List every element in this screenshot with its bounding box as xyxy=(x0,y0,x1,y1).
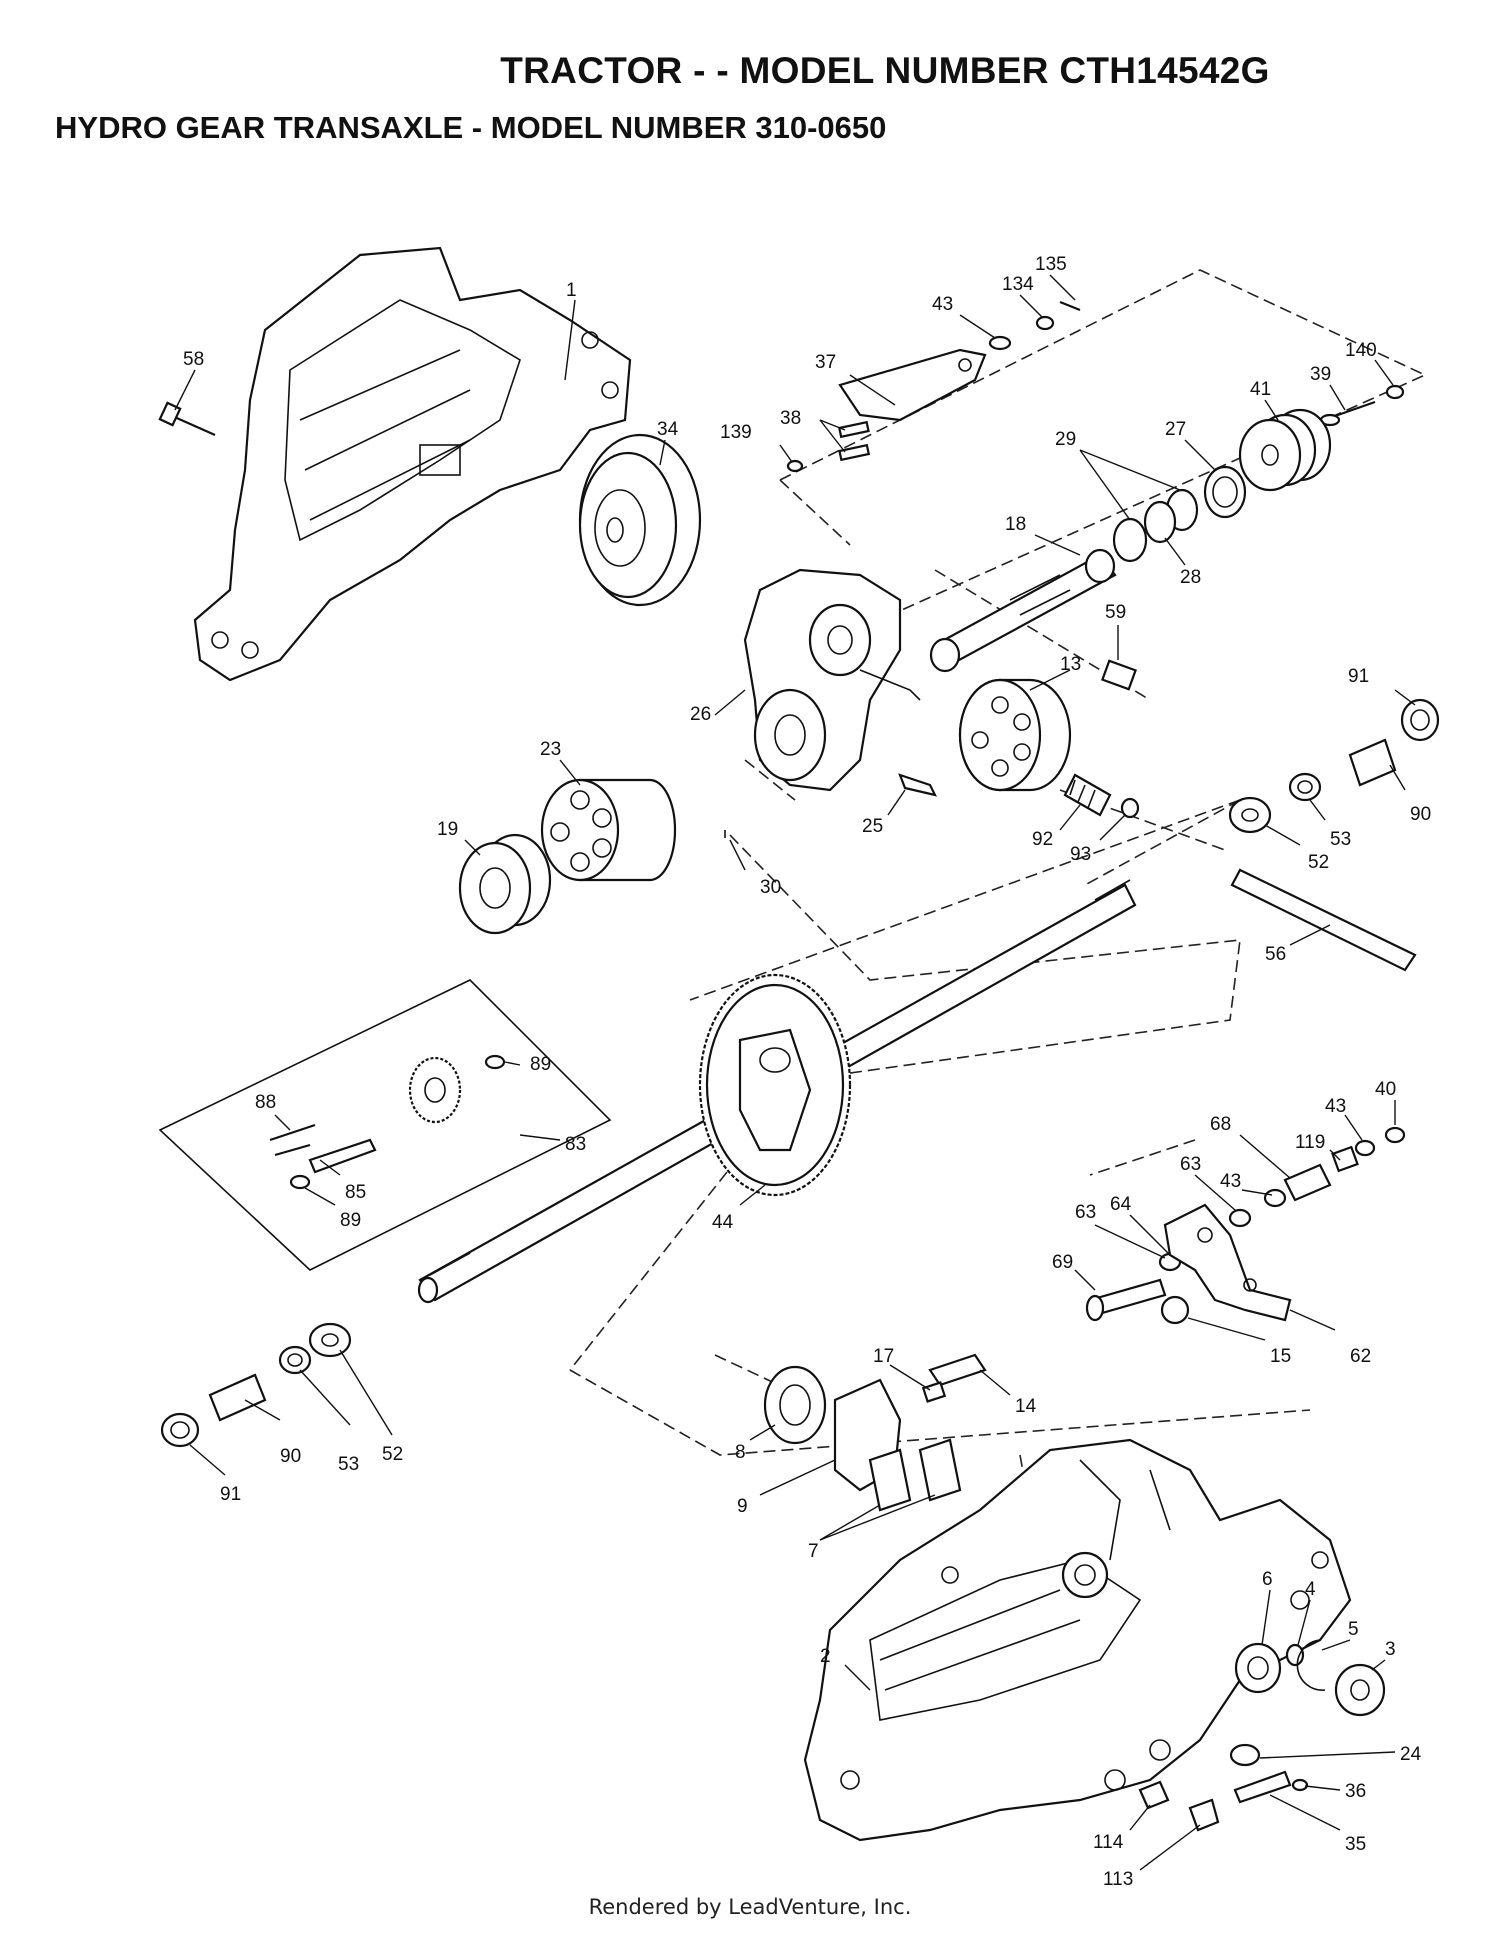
callout-43: 43 xyxy=(932,294,953,315)
callout-93: 93 xyxy=(1070,844,1091,865)
page-title: TRACTOR - - MODEL NUMBER CTH14542G xyxy=(500,50,1270,91)
callout-15: 15 xyxy=(1270,1346,1291,1367)
cylinder-block-part-23 xyxy=(540,778,677,882)
callout-88: 88 xyxy=(255,1092,276,1113)
callout-25: 25 xyxy=(862,816,883,837)
callout-29: 29 xyxy=(1055,429,1076,450)
callout-5: 5 xyxy=(1348,1619,1359,1640)
callout-56: 56 xyxy=(1265,944,1286,965)
upper-housing-part-1 xyxy=(193,246,632,682)
callout-139: 139 xyxy=(720,422,752,443)
callout-85: 85 xyxy=(345,1182,366,1203)
center-section-part-26 xyxy=(743,568,921,792)
bracket-part-37 xyxy=(837,348,987,462)
callout-59: 59 xyxy=(1105,602,1126,623)
swashplate-assembly xyxy=(763,1353,987,1512)
callout-27: 27 xyxy=(1165,419,1186,440)
callout-24: 24 xyxy=(1400,1744,1422,1765)
check-valve-part-25 xyxy=(724,773,938,838)
callout-134: 134 xyxy=(1002,274,1034,295)
lower-right-hardware xyxy=(1138,1639,1386,1832)
callout-23: 23 xyxy=(540,739,561,760)
callout-14: 14 xyxy=(1015,1396,1037,1417)
washers-parts-27-29-28 xyxy=(1112,465,1247,563)
callout-8: 8 xyxy=(735,1442,746,1463)
callout-9: 9 xyxy=(737,1496,748,1517)
callout-35: 35 xyxy=(1345,1834,1366,1855)
callout-92: 92 xyxy=(1032,829,1053,850)
callout-41: 41 xyxy=(1250,379,1271,400)
callout-114: 114 xyxy=(1093,1832,1124,1853)
thrust-bearing-part-19 xyxy=(458,833,552,935)
callout-4: 4 xyxy=(1305,1579,1316,1600)
callout-30: 30 xyxy=(760,877,781,898)
callout-labels: 1 58 34 43 134 135 37 38 139 140 39 41 2… xyxy=(183,254,1431,1890)
callout-40: 40 xyxy=(1375,1079,1396,1100)
callout-63: 63 xyxy=(1180,1154,1201,1175)
brake-disc-part-41 xyxy=(1238,408,1332,492)
page-subtitle: HYDRO GEAR TRANSAXLE - MODEL NUMBER 310-… xyxy=(55,110,887,145)
callout-140: 140 xyxy=(1345,340,1377,361)
callout-63b: 63 xyxy=(1075,1202,1096,1223)
pulley-part-34 xyxy=(578,433,702,607)
callout-52b: 52 xyxy=(382,1444,403,1465)
callout-90b: 90 xyxy=(280,1446,301,1467)
callout-7: 7 xyxy=(808,1541,819,1562)
callout-62: 62 xyxy=(1350,1346,1371,1367)
callout-37: 37 xyxy=(815,352,836,373)
callout-1: 1 xyxy=(566,280,577,301)
bolt-part-58 xyxy=(158,401,216,437)
callout-90: 90 xyxy=(1410,804,1431,825)
callout-38: 38 xyxy=(780,408,801,429)
callout-18: 18 xyxy=(1005,514,1026,535)
callout-135: 135 xyxy=(1035,254,1067,275)
callout-17: 17 xyxy=(873,1346,894,1367)
axle-bearings-right xyxy=(1228,698,1440,834)
callout-58: 58 xyxy=(183,349,204,370)
callout-52: 52 xyxy=(1308,852,1329,873)
kit-box-part-83 xyxy=(158,979,612,1271)
callout-91b: 91 xyxy=(220,1484,241,1505)
callout-119: 119 xyxy=(1295,1132,1325,1153)
callout-91: 91 xyxy=(1348,666,1369,687)
shaft-part-56 xyxy=(1230,868,1417,972)
callout-3: 3 xyxy=(1385,1639,1396,1660)
small-hardware-top xyxy=(786,300,1405,473)
lower-housing-part-2 xyxy=(803,1438,1352,1842)
callout-36: 36 xyxy=(1345,1781,1366,1802)
callout-28: 28 xyxy=(1180,567,1201,588)
callout-89: 89 xyxy=(530,1054,551,1075)
input-shaft-part-18 xyxy=(929,548,1117,673)
footer-credit: Rendered by LeadVenture, Inc. xyxy=(588,1895,912,1919)
callout-44: 44 xyxy=(712,1212,734,1233)
axle-bearings-left xyxy=(160,1322,352,1448)
leader-lines xyxy=(174,274,1416,1871)
pin-part-59 xyxy=(1101,659,1137,691)
cylinder-block-part-13 xyxy=(958,678,1072,792)
callout-64: 64 xyxy=(1110,1194,1132,1215)
callout-43c: 43 xyxy=(1220,1171,1241,1192)
spring-part-92 xyxy=(1063,773,1140,819)
callout-39: 39 xyxy=(1310,364,1331,385)
control-arm-hardware xyxy=(1085,1126,1406,1325)
callout-113: 113 xyxy=(1103,1869,1133,1890)
callout-89b: 89 xyxy=(340,1210,361,1231)
callout-34: 34 xyxy=(657,419,679,440)
callout-2: 2 xyxy=(820,1646,831,1667)
callout-26: 26 xyxy=(690,704,711,725)
callout-13: 13 xyxy=(1060,654,1081,675)
callout-19: 19 xyxy=(437,819,458,840)
callout-53b: 53 xyxy=(338,1454,359,1475)
callout-68: 68 xyxy=(1210,1114,1231,1135)
callout-53: 53 xyxy=(1330,829,1351,850)
bull-gear-part-44 xyxy=(698,973,852,1197)
callout-6: 6 xyxy=(1262,1569,1273,1590)
callout-43b: 43 xyxy=(1325,1096,1346,1117)
callout-83: 83 xyxy=(565,1134,586,1155)
callout-69: 69 xyxy=(1052,1252,1073,1273)
